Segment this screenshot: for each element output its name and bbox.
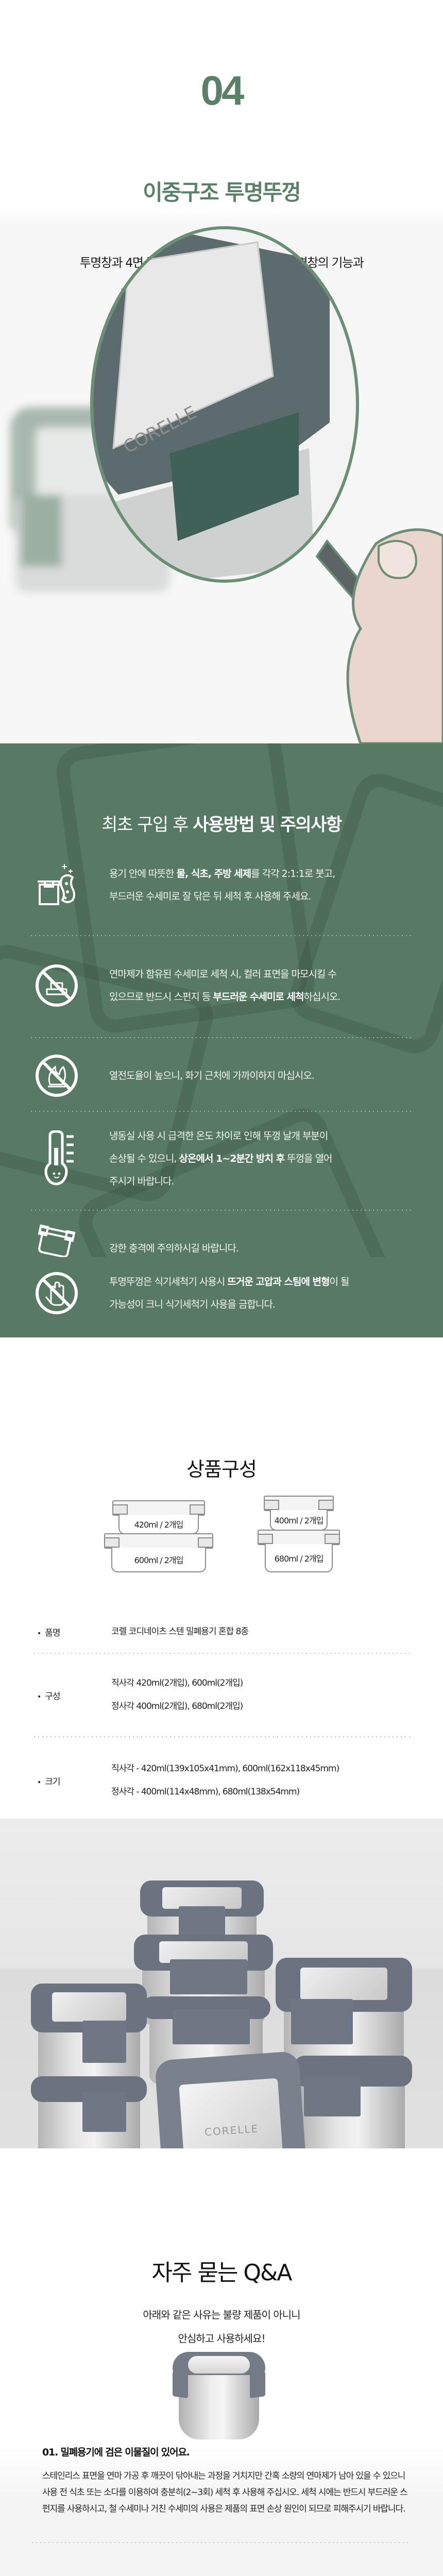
divider — [31, 1111, 412, 1112]
feature-title: 이중구조 투명뚜껑 — [143, 180, 301, 205]
spec-value-line: 정사각 400ml(2개입), 680ml(2개입) — [111, 1701, 243, 1711]
faq-item: 02. 사용 중 스테인리스가 거무스름하거나 얼룩이 져요. 사용 중 스테인… — [42, 2574, 411, 2576]
container-size-label: 600ml / 2개입 — [111, 1548, 206, 1572]
spec-value: 직사각 420ml(2개입), 600ml(2개입) 정사각 400ml(2개입… — [111, 1672, 243, 1718]
spec-value-line: 코렐 코디네이츠 스텐 밀폐용기 혼합 8종 — [111, 1626, 249, 1637]
composition-title: 상품구성 — [186, 1458, 257, 1481]
instruction-item: 용기 안에 따뜻한 물, 식초, 주방 세제를 각각 2:1:1로 붓고,부드러… — [31, 859, 412, 911]
lid-outline — [104, 1533, 213, 1549]
product-composition-section: 상품구성 420ml / 2개입 600ml / 2개입 400ml / 2개입… — [0, 1337, 443, 1923]
faq-answer: 스테인리스 표면을 연마 가공 후 깨끗이 닦아내는 과정을 거치지만 간혹 소… — [42, 2471, 408, 2514]
spec-row-size: 크기 직사각 - 420ml(139x105x41mm), 600ml(162x… — [34, 1737, 412, 1824]
faq-subtitle-line: 아래와 같은 사유는 불량 제품이 아니니 — [143, 2309, 300, 2321]
product-set-photo: CORELLE — [0, 1819, 443, 2148]
container-image — [31, 2076, 147, 2148]
instructions-title-bold: 사용방법 및 주의사항 — [193, 815, 342, 835]
container-illustration-400ml: 400ml / 2개입 — [264, 1496, 334, 1531]
lid-outline — [258, 1530, 340, 1545]
container-size-label: 680ml / 2개입 — [265, 1544, 333, 1572]
divider — [31, 935, 412, 936]
container-image — [134, 1935, 273, 2025]
spec-label: 구성 — [34, 1689, 111, 1702]
container-illustration-680ml: 680ml / 2개입 — [258, 1530, 340, 1572]
divider — [34, 1653, 412, 1654]
faq-question: 02. 사용 중 스테인리스가 거무스름하거나 얼룩이 져요. — [42, 2574, 411, 2576]
thermometer-icon — [31, 1130, 82, 1185]
container-size-label: 420ml / 2개입 — [118, 1515, 199, 1534]
faq-section: 자주 묻는 Q&A 아래와 같은 사유는 불량 제품이 아니니 안심하고 사용하… — [0, 2148, 443, 2576]
container-image — [31, 1984, 147, 2092]
instruction-text: 용기 안에 따뜻한 물, 식초, 주방 세제를 각각 2:1:1로 붓고,부드러… — [109, 868, 335, 902]
container-illustration-600ml: 600ml / 2개입 — [104, 1533, 213, 1572]
sparkle-sponge-container-icon — [31, 859, 82, 911]
instruction-text: 열전도율이 높으니, 화기 근처에 가까이하지 마십시오. — [109, 1070, 315, 1081]
spec-value-line: 정사각 - 400ml(114x48mm), 680ml(138x54mm) — [111, 1787, 300, 1797]
divider — [31, 1210, 412, 1211]
instructions-title-light: 최초 구입 후 — [101, 815, 189, 835]
faq-item: 01. 밀폐용기에 검은 이물질이 있어요. 스테인리스 표면을 연마 가공 후… — [42, 2445, 411, 2517]
lid-outline — [264, 1496, 334, 1511]
spec-value-line: 직사각 - 420ml(139x105x41mm), 600ml(162x118… — [111, 1764, 339, 1774]
divider — [31, 1037, 412, 1038]
faq-title: 자주 묻는 Q&A — [151, 2260, 293, 2286]
standing-lid-image: CORELLE — [154, 2050, 310, 2148]
no-hand-dishwasher-icon — [31, 1267, 82, 1319]
divider — [34, 1736, 412, 1737]
faq-subtitle-line: 안심하고 사용하세요! — [178, 2332, 266, 2345]
spec-value: 코렐 코디네이츠 스텐 밀폐용기 혼합 8종 — [111, 1620, 249, 1643]
lid-outline — [112, 1500, 205, 1516]
instructions-title: 최초 구입 후 사용방법 및 주의사항 — [0, 810, 443, 836]
divider — [32, 2542, 411, 2543]
container-illustration-420ml: 420ml / 2개입 — [112, 1500, 205, 1534]
spec-row-composition: 구성 직사각 420ml(2개입), 600ml(2개입) 정사각 400ml(… — [34, 1654, 412, 1736]
instruction-text: 강한 충격에 주의하시길 바랍니다. — [109, 1243, 239, 1254]
faq-list: 01. 밀폐용기에 검은 이물질이 있어요. 스테인리스 표면을 연마 가공 후… — [32, 2445, 411, 2576]
no-fire-icon — [31, 1050, 82, 1101]
container-image — [294, 2056, 412, 2148]
spec-value: 직사각 - 420ml(139x105x41mm), 600ml(162x118… — [111, 1757, 339, 1804]
spec-row-name: 품명 코렐 코디네이츠 스텐 밀폐용기 혼합 8종 — [34, 1616, 412, 1648]
spec-label: 품명 — [34, 1625, 111, 1638]
usage-instructions-section: 최초 구입 후 사용방법 및 주의사항 용기 안에 따뜻한 물, 식초, 주방 … — [0, 743, 443, 1337]
magnifier-lid-closeup-image: CORELLE — [10, 226, 443, 743]
container-size-label: 400ml / 2개입 — [270, 1510, 328, 1531]
lid-logo: CORELLE — [179, 2078, 285, 2148]
feature-number: 04 — [200, 67, 245, 113]
instruction-item: 열전도율이 높으니, 화기 근처에 가까이하지 마십시오. — [31, 1050, 412, 1101]
faq-subtitle: 아래와 같은 사유는 불량 제품이 아니니 안심하고 사용하세요! — [0, 2303, 443, 2350]
spec-value-line: 직사각 420ml(2개입), 600ml(2개입) — [111, 1678, 243, 1688]
spec-label: 크기 — [34, 1774, 111, 1787]
faq-question: 01. 밀폐용기에 검은 이물질이 있어요. — [42, 2447, 190, 2458]
feature-section: 04 이중구조 투명뚜껑 투명창과 4면 결착 부분의 소재를 달리하여 투명창… — [0, 0, 443, 743]
no-brush-icon — [31, 960, 82, 1011]
instruction-item: 강한 충격에 주의하시길 바랍니다. — [31, 1223, 412, 1277]
round-container-image — [173, 2352, 265, 2455]
